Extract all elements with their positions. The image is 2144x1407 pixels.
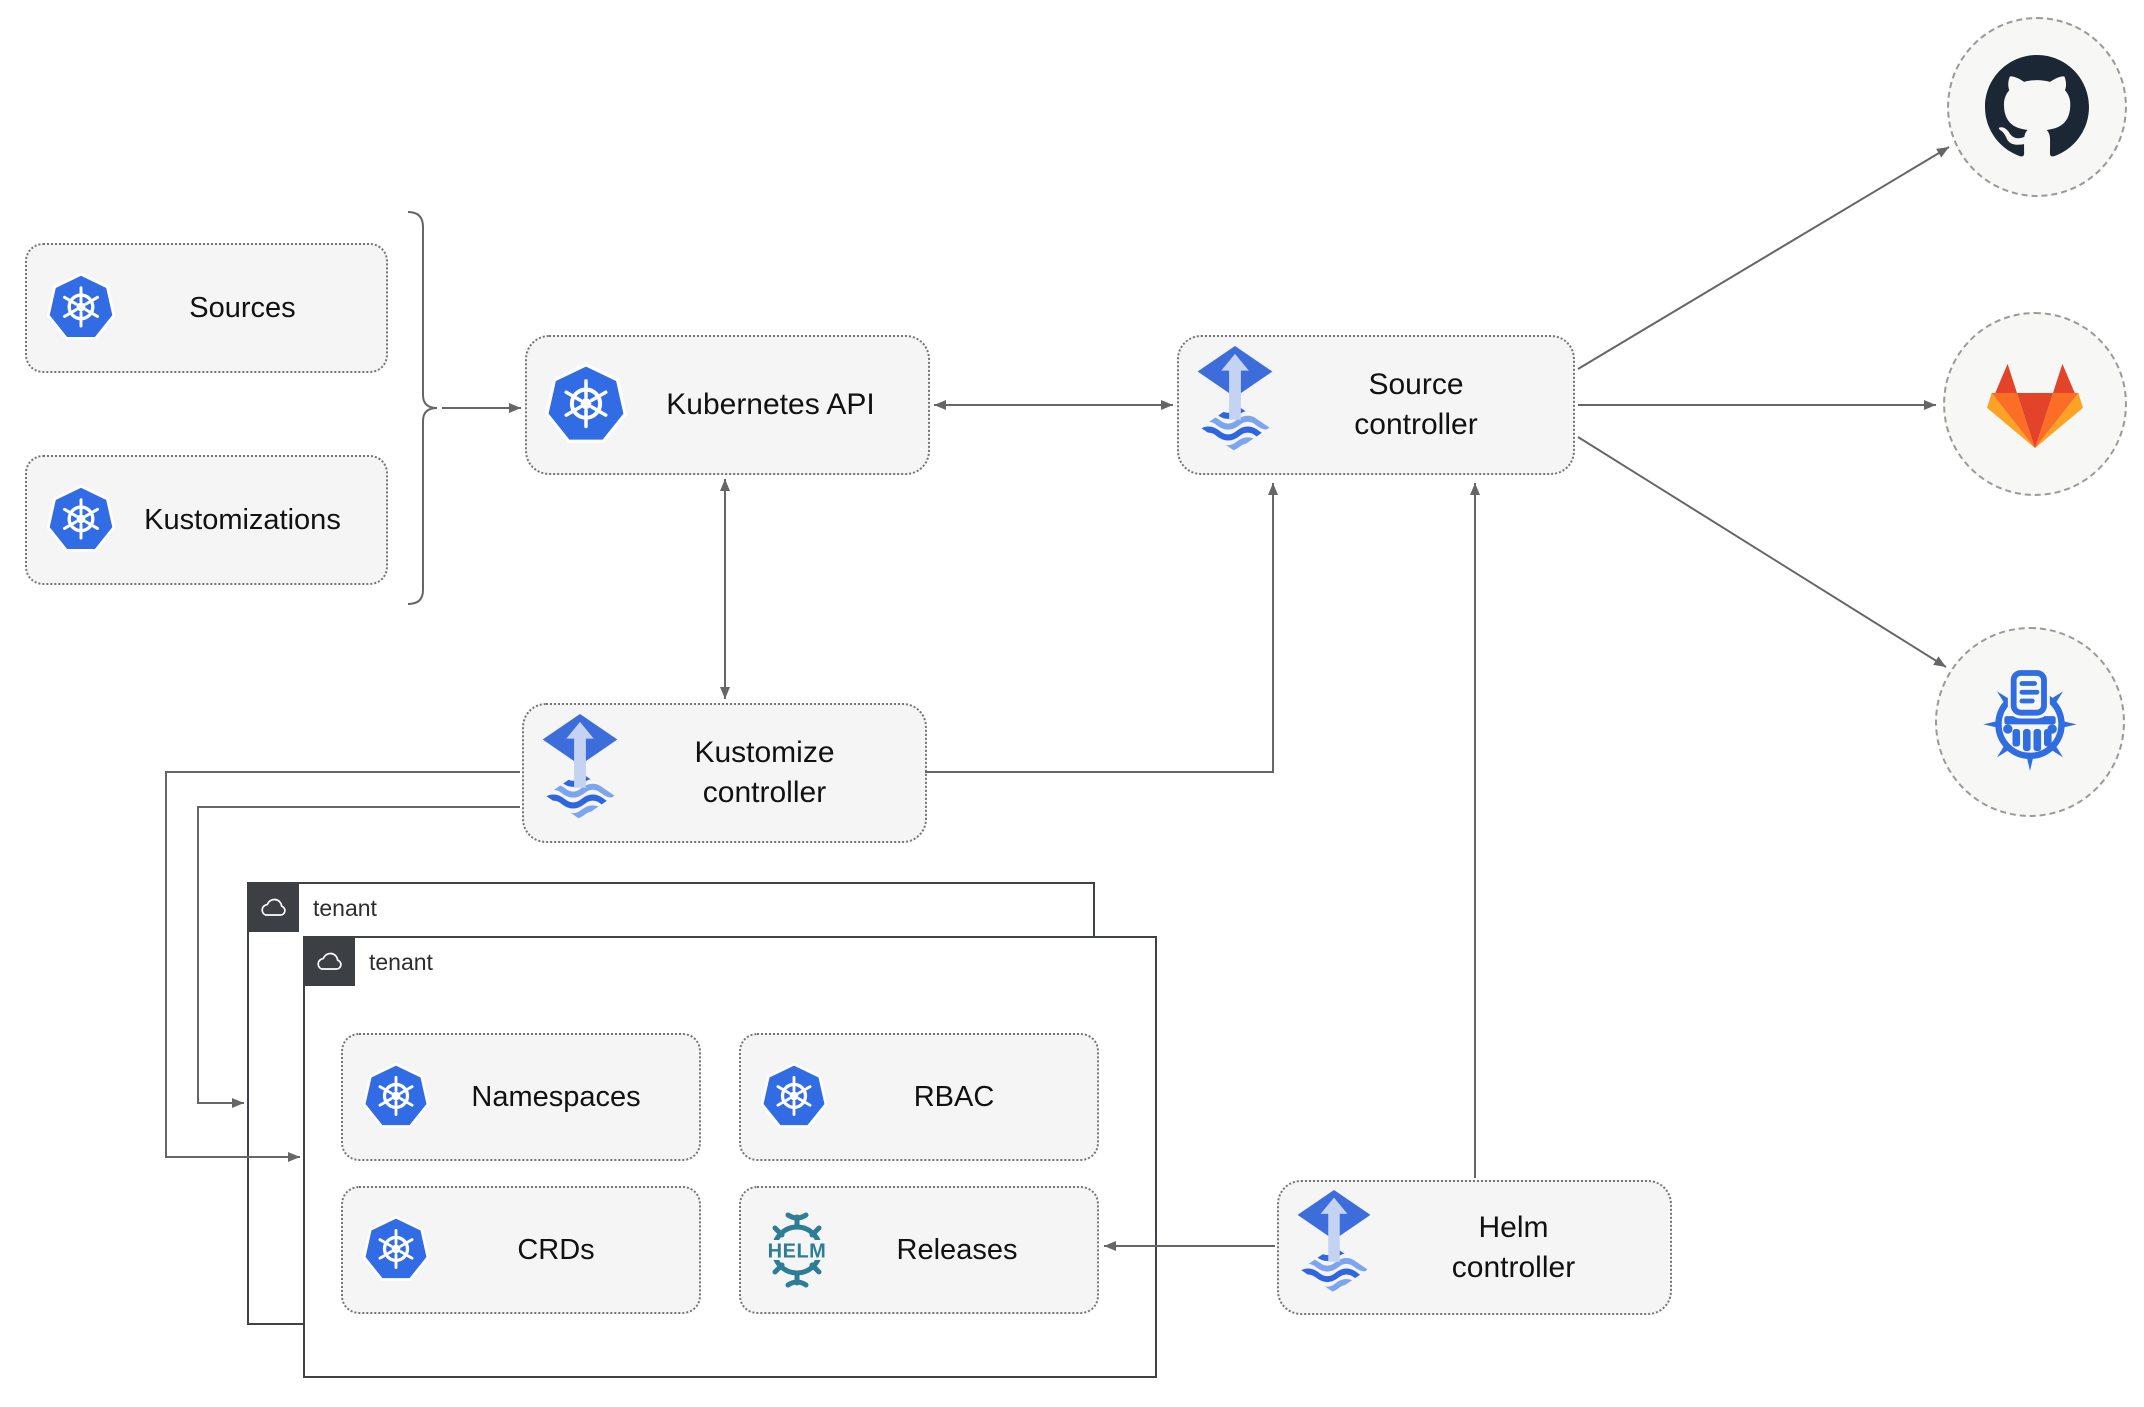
node-releases-label: Releases [896, 1233, 1018, 1266]
node-helm-controller-label: Helm controller [1373, 1208, 1654, 1287]
node-releases: HELM Releases [739, 1186, 1099, 1314]
node-kustomizations: Kustomizations [25, 455, 388, 585]
node-kustomize-controller-label: Kustomize controller [620, 733, 909, 812]
remote-chartmuseum [1935, 627, 2125, 817]
node-sources: Sources [25, 243, 388, 373]
node-rbac: RBAC [739, 1033, 1099, 1161]
tenant-badge [303, 936, 355, 986]
node-rbac-label: RBAC [913, 1080, 995, 1113]
node-crds-label: CRDs [517, 1233, 595, 1266]
flux-icon [1295, 1189, 1373, 1306]
kubernetes-icon [361, 1215, 431, 1285]
label-line1: Source [1368, 368, 1464, 402]
kubernetes-icon [361, 1062, 431, 1132]
brace-sources-kustomizations [407, 211, 438, 605]
tenant-label: tenant [369, 949, 433, 975]
helm-wordmark: HELM [768, 1241, 827, 1263]
cloud-icon [313, 948, 345, 975]
label-line2: controller [1354, 408, 1478, 441]
tenant-badge [247, 882, 299, 932]
chartmuseum-icon [1983, 667, 2077, 771]
remote-gitlab [1943, 312, 2127, 496]
label-line1: Kustomize [694, 736, 835, 770]
label-line2: controller [702, 776, 827, 809]
kubernetes-icon [543, 362, 629, 448]
kubernetes-icon [759, 1062, 829, 1132]
flux-icon [540, 713, 620, 833]
node-kustomize-controller: Kustomize controller [522, 703, 927, 843]
kubernetes-icon [45, 272, 117, 344]
github-icon [1985, 55, 2089, 157]
tenant-label: tenant [313, 895, 377, 921]
node-crds: CRDs [341, 1186, 701, 1314]
node-helm-controller: Helm controller [1277, 1180, 1672, 1315]
label-line2: controller [1451, 1250, 1576, 1284]
node-source-controller: Source controller [1177, 335, 1575, 475]
node-kubernetes-api: Kubernetes API [525, 335, 930, 475]
cloud-icon [257, 894, 289, 921]
label-line1: Helm [1478, 1210, 1549, 1244]
node-kubernetes-api-label: Kubernetes API [666, 388, 875, 422]
node-source-controller-label: Source controller [1275, 365, 1557, 444]
kubernetes-icon [45, 484, 117, 556]
node-namespaces: Namespaces [341, 1033, 701, 1161]
edge-source-to-chartmuseum [1577, 436, 1947, 668]
node-sources-label: Sources [189, 291, 296, 324]
flux-icon [1195, 345, 1275, 465]
edge-source-to-github [1577, 146, 1950, 370]
node-kustomizations-label: Kustomizations [144, 503, 341, 536]
gitlab-icon [1987, 363, 2083, 448]
remote-github [1947, 17, 2127, 197]
helm-icon: HELM [761, 1212, 833, 1288]
edge-kustomize-to-source [925, 483, 1278, 773]
node-namespaces-label: Namespaces [471, 1080, 641, 1113]
